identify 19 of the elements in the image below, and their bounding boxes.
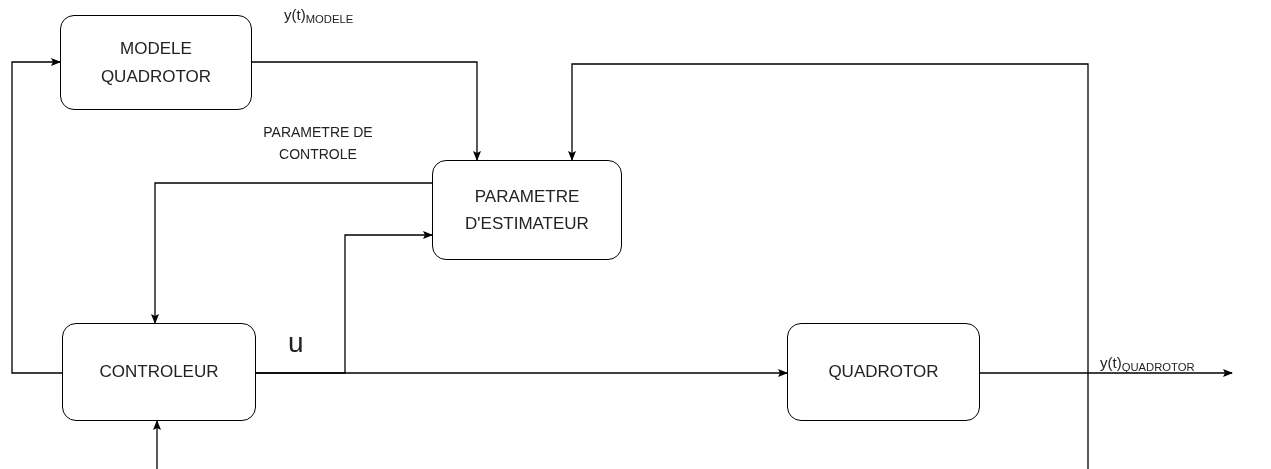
arrow: [153, 420, 161, 469]
arrow: [979, 369, 1233, 377]
arrow: [568, 63, 1089, 469]
edge-label: y(t)$_{MODELE}$: [284, 5, 354, 27]
arrow: [11, 58, 63, 374]
box-label: MODELE QUADROTOR: [99, 38, 213, 88]
box-label: PARAMETRE D'ESTIMATEUR: [464, 185, 590, 235]
process-box: [432, 160, 622, 260]
edge-label: PARAMETRE DE CONTROLE: [262, 123, 374, 164]
arrow: [255, 231, 433, 374]
process-box: [62, 323, 256, 421]
process-box: [787, 323, 980, 421]
box-label: CONTROLEUR: [99, 361, 219, 384]
box-label: QUADROTOR: [828, 361, 939, 384]
arrow: [251, 61, 481, 161]
edge-label: u: [288, 326, 304, 360]
process-box: [60, 15, 252, 110]
arrow: [151, 182, 433, 324]
edge-label: y(t)$_{QUADROTOR}$: [1100, 353, 1195, 375]
